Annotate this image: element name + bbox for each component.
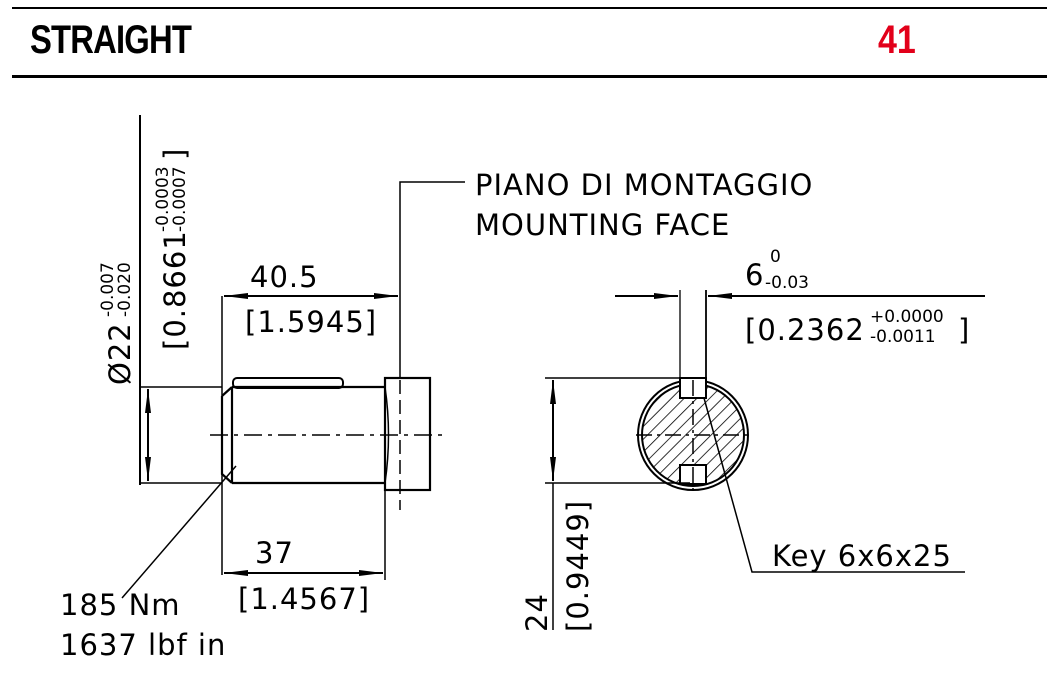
key-height-inch-label: [0.9449]: [561, 500, 595, 632]
svg-text:-0.0011: -0.0011: [870, 327, 936, 347]
mounting-face-label-en: MOUNTING FACE: [475, 208, 730, 242]
svg-text:[0.9449]: [0.9449]: [561, 500, 595, 632]
page-number: 41: [878, 18, 916, 62]
page-title: STRAIGHT: [30, 18, 192, 62]
svg-text:6: 6: [745, 258, 764, 292]
length-total-inch: [1.5945]: [245, 305, 377, 339]
svg-text:+0.0000: +0.0000: [870, 307, 944, 327]
mounting-face-label-it: PIANO DI MONTAGGIO: [475, 168, 813, 202]
length-total-mm: 40.5: [250, 260, 319, 294]
side-view: [121, 115, 465, 599]
svg-text:]: ]: [958, 313, 970, 347]
shoulder: [383, 376, 432, 492]
svg-text:-0.03: -0.03: [765, 273, 809, 293]
svg-text:]: ]: [158, 148, 192, 160]
header-rule: [12, 75, 1047, 78]
section-view: [545, 290, 985, 630]
length-key-mm: 37: [255, 536, 294, 570]
header: STRAIGHT 41: [0, 0, 1057, 80]
key-slot: [232, 377, 344, 389]
key-leader: [703, 397, 965, 573]
key-width-label: 6 0 -0.03 [0.2362 +0.0000 -0.0011 ]: [745, 247, 970, 347]
key-height-label: 24: [520, 593, 554, 632]
svg-text:[0.2362: [0.2362: [745, 313, 865, 347]
length-key-inch: [1.4567]: [238, 582, 370, 616]
top-rule: [12, 7, 1047, 9]
svg-text:0: 0: [770, 247, 781, 267]
mounting-face-leader: [399, 181, 465, 378]
key-label: Key 6x6x25: [772, 539, 952, 573]
torque-metric: 185 Nm: [60, 588, 181, 622]
svg-text:[0.8661: [0.8661: [158, 230, 192, 350]
svg-text:-0.0007: -0.0007: [170, 166, 190, 232]
diameter-label: Ø22 -0.007 -0.020: [98, 262, 137, 385]
svg-text:24: 24: [520, 593, 554, 632]
torque-imperial: 1637 lbf in: [60, 628, 226, 662]
torque-leader: [121, 465, 237, 599]
svg-text:-0.007: -0.007: [98, 262, 118, 317]
svg-text:-0.0003: -0.0003: [153, 166, 173, 232]
svg-text:-0.020: -0.020: [115, 262, 135, 317]
diameter-inch-label: [0.8661 -0.0003 -0.0007 ]: [153, 148, 192, 350]
svg-text:Ø22: Ø22: [103, 322, 137, 385]
